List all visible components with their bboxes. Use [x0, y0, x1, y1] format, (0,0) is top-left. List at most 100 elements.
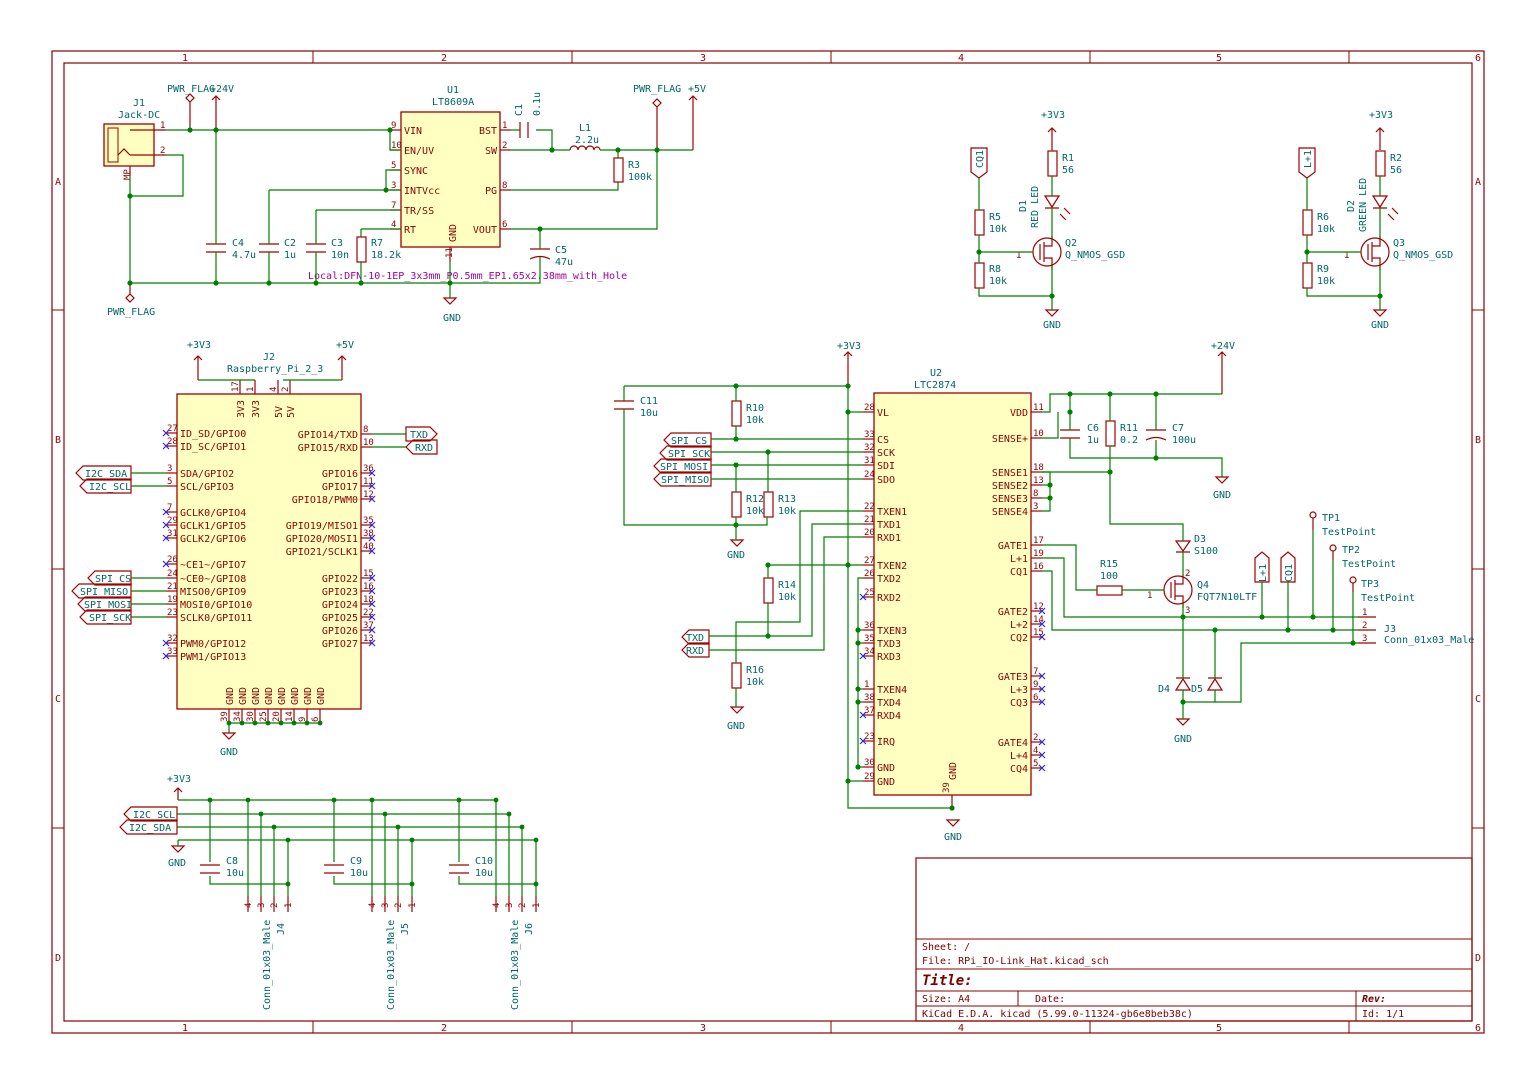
c5-capacitor[interactable] — [529, 245, 551, 262]
col-1-bottom: 1 — [182, 1023, 188, 1034]
u2-pin-9-name: L+3 — [1010, 685, 1028, 696]
label-spi-cs-j2-text: SPI_CS — [95, 574, 131, 585]
r8-value: 10k — [989, 276, 1007, 287]
q2-value: Q_NMOS_GSD — [1065, 250, 1125, 261]
j2-top-pin-4-number: 4 — [269, 387, 279, 392]
d4-diode[interactable] — [1174, 677, 1192, 691]
u2-pin-14-no-connect — [1038, 620, 1046, 628]
q3-nmos[interactable] — [1360, 236, 1390, 270]
r11-resistor[interactable] — [1105, 420, 1116, 447]
u1-footprint: Local:DFN-10-1EP_3x3mm_P0.5mm_EP1.65x2.3… — [308, 271, 627, 282]
j3-connector[interactable] — [1358, 616, 1376, 644]
gnd-symbol-r12 — [729, 539, 745, 547]
r13-resistor[interactable] — [763, 491, 774, 518]
tp2-testpoint[interactable] — [1329, 544, 1337, 560]
r9-ref: R9 — [1317, 264, 1329, 275]
r10-resistor[interactable] — [731, 400, 742, 427]
j6-pin-number: 4 — [492, 903, 502, 908]
j2-pin-29-name: GCLK1/GPIO5 — [180, 521, 246, 532]
c1-capacitor[interactable] — [519, 122, 529, 138]
r3-resistor[interactable] — [613, 157, 624, 183]
gnd-label-d1: GND — [1043, 320, 1061, 331]
d3-diode[interactable] — [1174, 540, 1192, 553]
r16-resistor[interactable] — [731, 662, 742, 689]
r1-resistor[interactable] — [1047, 150, 1058, 177]
u1-pin-10-name: EN/UV — [404, 146, 434, 157]
c4-capacitor[interactable] — [206, 240, 226, 255]
r16-value: 10k — [746, 677, 764, 688]
d5-diode[interactable] — [1206, 677, 1224, 691]
r7-value: 18.2k — [371, 250, 401, 261]
tp1-testpoint[interactable] — [1309, 511, 1317, 530]
q4-ref: Q4 — [1197, 580, 1209, 591]
r8-resistor[interactable] — [974, 262, 985, 289]
d1-ref: D1 — [1018, 200, 1029, 212]
j3-ref: J3 — [1384, 624, 1396, 635]
u2-pin-33-name: CS — [877, 435, 889, 446]
j2-top-pin-2-name: 5V — [286, 406, 297, 418]
power-24v-symbol-u2 — [1217, 351, 1227, 394]
u2-pin-21-number: 21 — [864, 515, 875, 525]
c6-capacitor[interactable] — [1060, 429, 1080, 439]
d1-led[interactable] — [1043, 195, 1071, 221]
u2-pin-9-no-connect — [1038, 685, 1046, 693]
d4-ref: D4 — [1158, 684, 1170, 695]
r14-resistor[interactable] — [763, 577, 774, 604]
j1-dc-jack[interactable] — [103, 123, 166, 176]
row-c-right: C — [1475, 694, 1481, 705]
r12-resistor[interactable] — [731, 491, 742, 518]
r7-resistor[interactable] — [356, 236, 367, 263]
r2-resistor[interactable] — [1375, 150, 1386, 177]
u2-pin-37-name: RXD4 — [877, 711, 901, 722]
pwr-flag-label-1: PWR_FLAG — [167, 84, 215, 95]
j2-body[interactable] — [176, 393, 362, 710]
c11-capacitor[interactable] — [614, 400, 634, 410]
j2-top-pin-4-name: 5V — [274, 406, 285, 418]
j2-value: Raspberry_Pi_2_3 — [227, 364, 323, 375]
u2-pin-18-number: 18 — [1033, 463, 1044, 473]
l1-inductor[interactable] — [569, 145, 601, 151]
u2-body[interactable] — [873, 392, 1032, 796]
power-24v-symbol — [211, 95, 221, 130]
j2-pin-27-name: ID_SD/GPIO0 — [180, 429, 246, 440]
title-block-sheet: Sheet: / — [922, 942, 970, 953]
u2-pin-19-name: L+1 — [1010, 554, 1028, 565]
c7-capacitor[interactable] — [1145, 429, 1167, 441]
label-spi-miso-j2-text: SPI_MISO — [80, 587, 128, 598]
r2-ref: R2 — [1390, 153, 1402, 164]
j2-pin-7-name: GCLK0/GPIO4 — [180, 508, 246, 519]
u1-pin-7-name: TR/SS — [404, 206, 434, 217]
u2-pin-2-number: 2 — [1033, 733, 1038, 743]
u2-pin-24-number: 24 — [864, 470, 875, 480]
col-6-top: 6 — [1475, 53, 1481, 64]
j2-pin-16-no-connect — [368, 587, 376, 595]
c5-ref: C5 — [555, 245, 567, 256]
gnd-symbol-d1 — [1044, 309, 1060, 317]
u2-pin-4-number: 4 — [1033, 746, 1038, 756]
r5-resistor[interactable] — [974, 209, 985, 236]
tp3-testpoint[interactable] — [1349, 576, 1357, 592]
u1-pin-3-number: 3 — [391, 181, 396, 191]
u2-pin-1-name: TXEN4 — [877, 685, 907, 696]
d2-led[interactable] — [1371, 195, 1399, 221]
r15-resistor[interactable] — [1096, 585, 1123, 596]
c2-capacitor[interactable] — [259, 240, 279, 255]
u1-body[interactable] — [400, 111, 501, 248]
title-block-file: File: RPi_IO-Link_Hat.kicad_sch — [922, 956, 1109, 967]
j2-pin-32-number: 32 — [167, 634, 178, 644]
label-txd-j2 — [405, 426, 438, 442]
u1-pin-1-number: 1 — [502, 121, 507, 131]
q2-nmos[interactable] — [1032, 236, 1062, 270]
i2c-bus-junction — [258, 811, 264, 817]
c4-ref: C4 — [232, 238, 244, 249]
r9-resistor[interactable] — [1302, 262, 1313, 289]
q4-mosfet[interactable] — [1163, 574, 1193, 608]
c3-capacitor[interactable] — [306, 240, 326, 255]
j2-gnd-pin-14-name: GND — [290, 687, 301, 705]
j2-pin-33-number: 33 — [167, 647, 178, 657]
r6-resistor[interactable] — [1302, 209, 1313, 236]
c9-ref: C9 — [350, 856, 362, 867]
i2c-cap-junction-top — [456, 797, 462, 803]
